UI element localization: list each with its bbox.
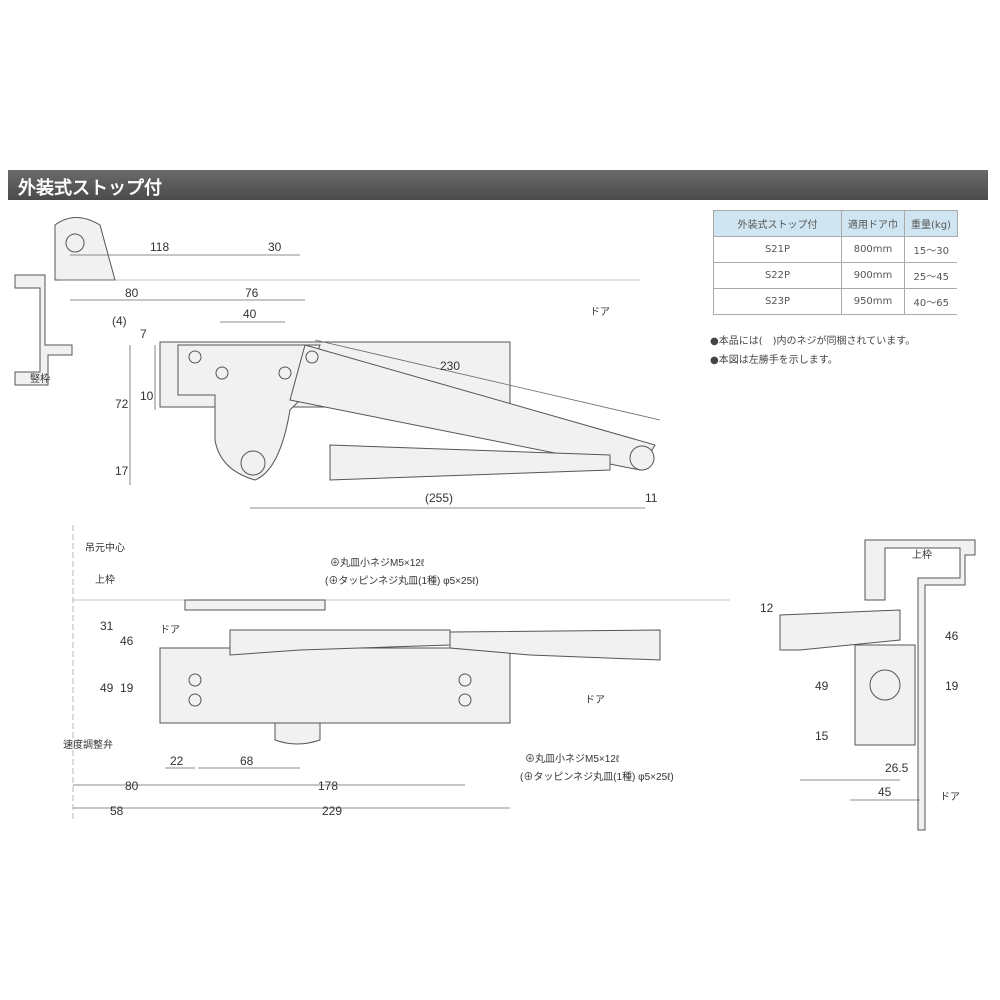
pivot-center-label: 吊元中心 [85,541,125,554]
dim-11: 11 [645,491,658,505]
dim-12: 12 [760,601,774,615]
dim-178: 178 [318,779,338,793]
screw-note: ⊕丸皿小ネジM5×12ℓ [330,556,425,569]
dim-19: 19 [120,681,134,695]
dim-76: 76 [245,286,259,300]
mount-bracket [184,599,326,611]
dim-19: 19 [945,679,959,693]
screw-hole [305,350,319,364]
dim-49: 49 [815,679,829,693]
screw-hole [188,350,202,364]
speed-valve-label: 速度調整弁 [63,738,113,751]
note: ●本図は左勝手を示します。 [710,355,838,366]
dim-7: 7 [140,327,147,341]
dim-68: 68 [240,754,254,768]
dim-15: 15 [815,729,829,743]
model-cell: S23P [713,288,842,315]
dim-118: 118 [150,240,169,254]
vertical-frame [14,274,73,386]
door-label: ドア [160,625,180,636]
dim-230: 230 [440,359,460,373]
screw-note: (⊕タッピンネジ丸皿(1種) φ5×25ℓ) [520,770,674,783]
weight-cell: 25〜45 [904,262,958,289]
dim-72: 72 [115,397,129,411]
dim-255: (255) [425,491,453,505]
notes: ●本品には( )内のネジが同梱されています。 ●本図は左勝手を示します。 [710,332,915,370]
bracket-section [779,609,901,651]
dim-26-5: 26.5 [885,761,909,775]
screw-note: ⊕丸皿小ネジM5×12ℓ [525,752,620,765]
table-header: 適用ドア巾 [841,210,905,237]
screw-hole [215,366,229,380]
top-frame-section [864,539,976,831]
dim-58: 58 [110,804,124,818]
top-frame-label: 上枠 [95,573,115,586]
weight-cell: 40〜65 [904,288,958,315]
dim-10: 10 [140,389,154,403]
arm-joint [629,445,655,471]
top-view: 118 30 80 76 40 (4) 7 10 72 17 230 (255)… [14,217,661,509]
dim-17: 17 [115,464,129,478]
dim-45: 45 [878,785,892,799]
pivot-nut [240,450,266,476]
top-frame-label: 上枠 [912,548,932,561]
table-header: 外装式ストップ付 [713,210,842,237]
door-width-cell: 900mm [841,262,905,289]
section-title-bar: 外装式ストップ付 [8,170,988,200]
section-title: 外装式ストップ付 [18,178,162,199]
door-width-cell: 950mm [841,288,905,315]
dim-40: 40 [243,307,257,321]
arm-side [229,629,451,656]
side-view: 上枠 ドア 12 46 19 49 15 26.5 45 [760,539,976,831]
weight-cell: 15〜30 [904,236,958,263]
door-label: ドア [590,307,610,318]
dim-46: 46 [945,629,959,643]
dim-22: 22 [170,754,184,768]
dim-46: 46 [120,634,134,648]
dim-80: 80 [125,286,139,300]
table-header: 重量(kg) [904,210,958,237]
dim-49: 49 [100,681,114,695]
model-cell: S21P [713,236,842,263]
screw-hole [278,366,292,380]
dim-30: 30 [268,240,282,254]
valve-cap [274,722,321,745]
screw-note: (⊕タッピンネジ丸皿(1種) φ5×25ℓ) [325,574,479,587]
rod-arm [329,444,611,481]
table-header-row: 外装式ストップ付 適用ドア巾 重量(kg) [713,210,958,237]
front-view: 吊元中心 上枠 ドア ドア 速度調整弁 ⊕丸皿小ネジM5×12ℓ (⊕タッピンネ… [63,525,730,820]
dim-80: 80 [125,779,139,793]
closer-body [159,647,511,724]
dim-4: (4) [112,314,127,328]
hinge [54,217,116,281]
door-label: ドア [940,792,960,803]
frame-label: 竪枠 [30,372,50,385]
dim-31: 31 [100,619,114,633]
rod-side [449,629,661,661]
note: ●本品には( )内のネジが同梱されています。 [710,336,916,347]
hinge-pin [65,233,85,253]
door-label-right: ドア [585,695,605,706]
dim-229: 229 [322,804,342,818]
